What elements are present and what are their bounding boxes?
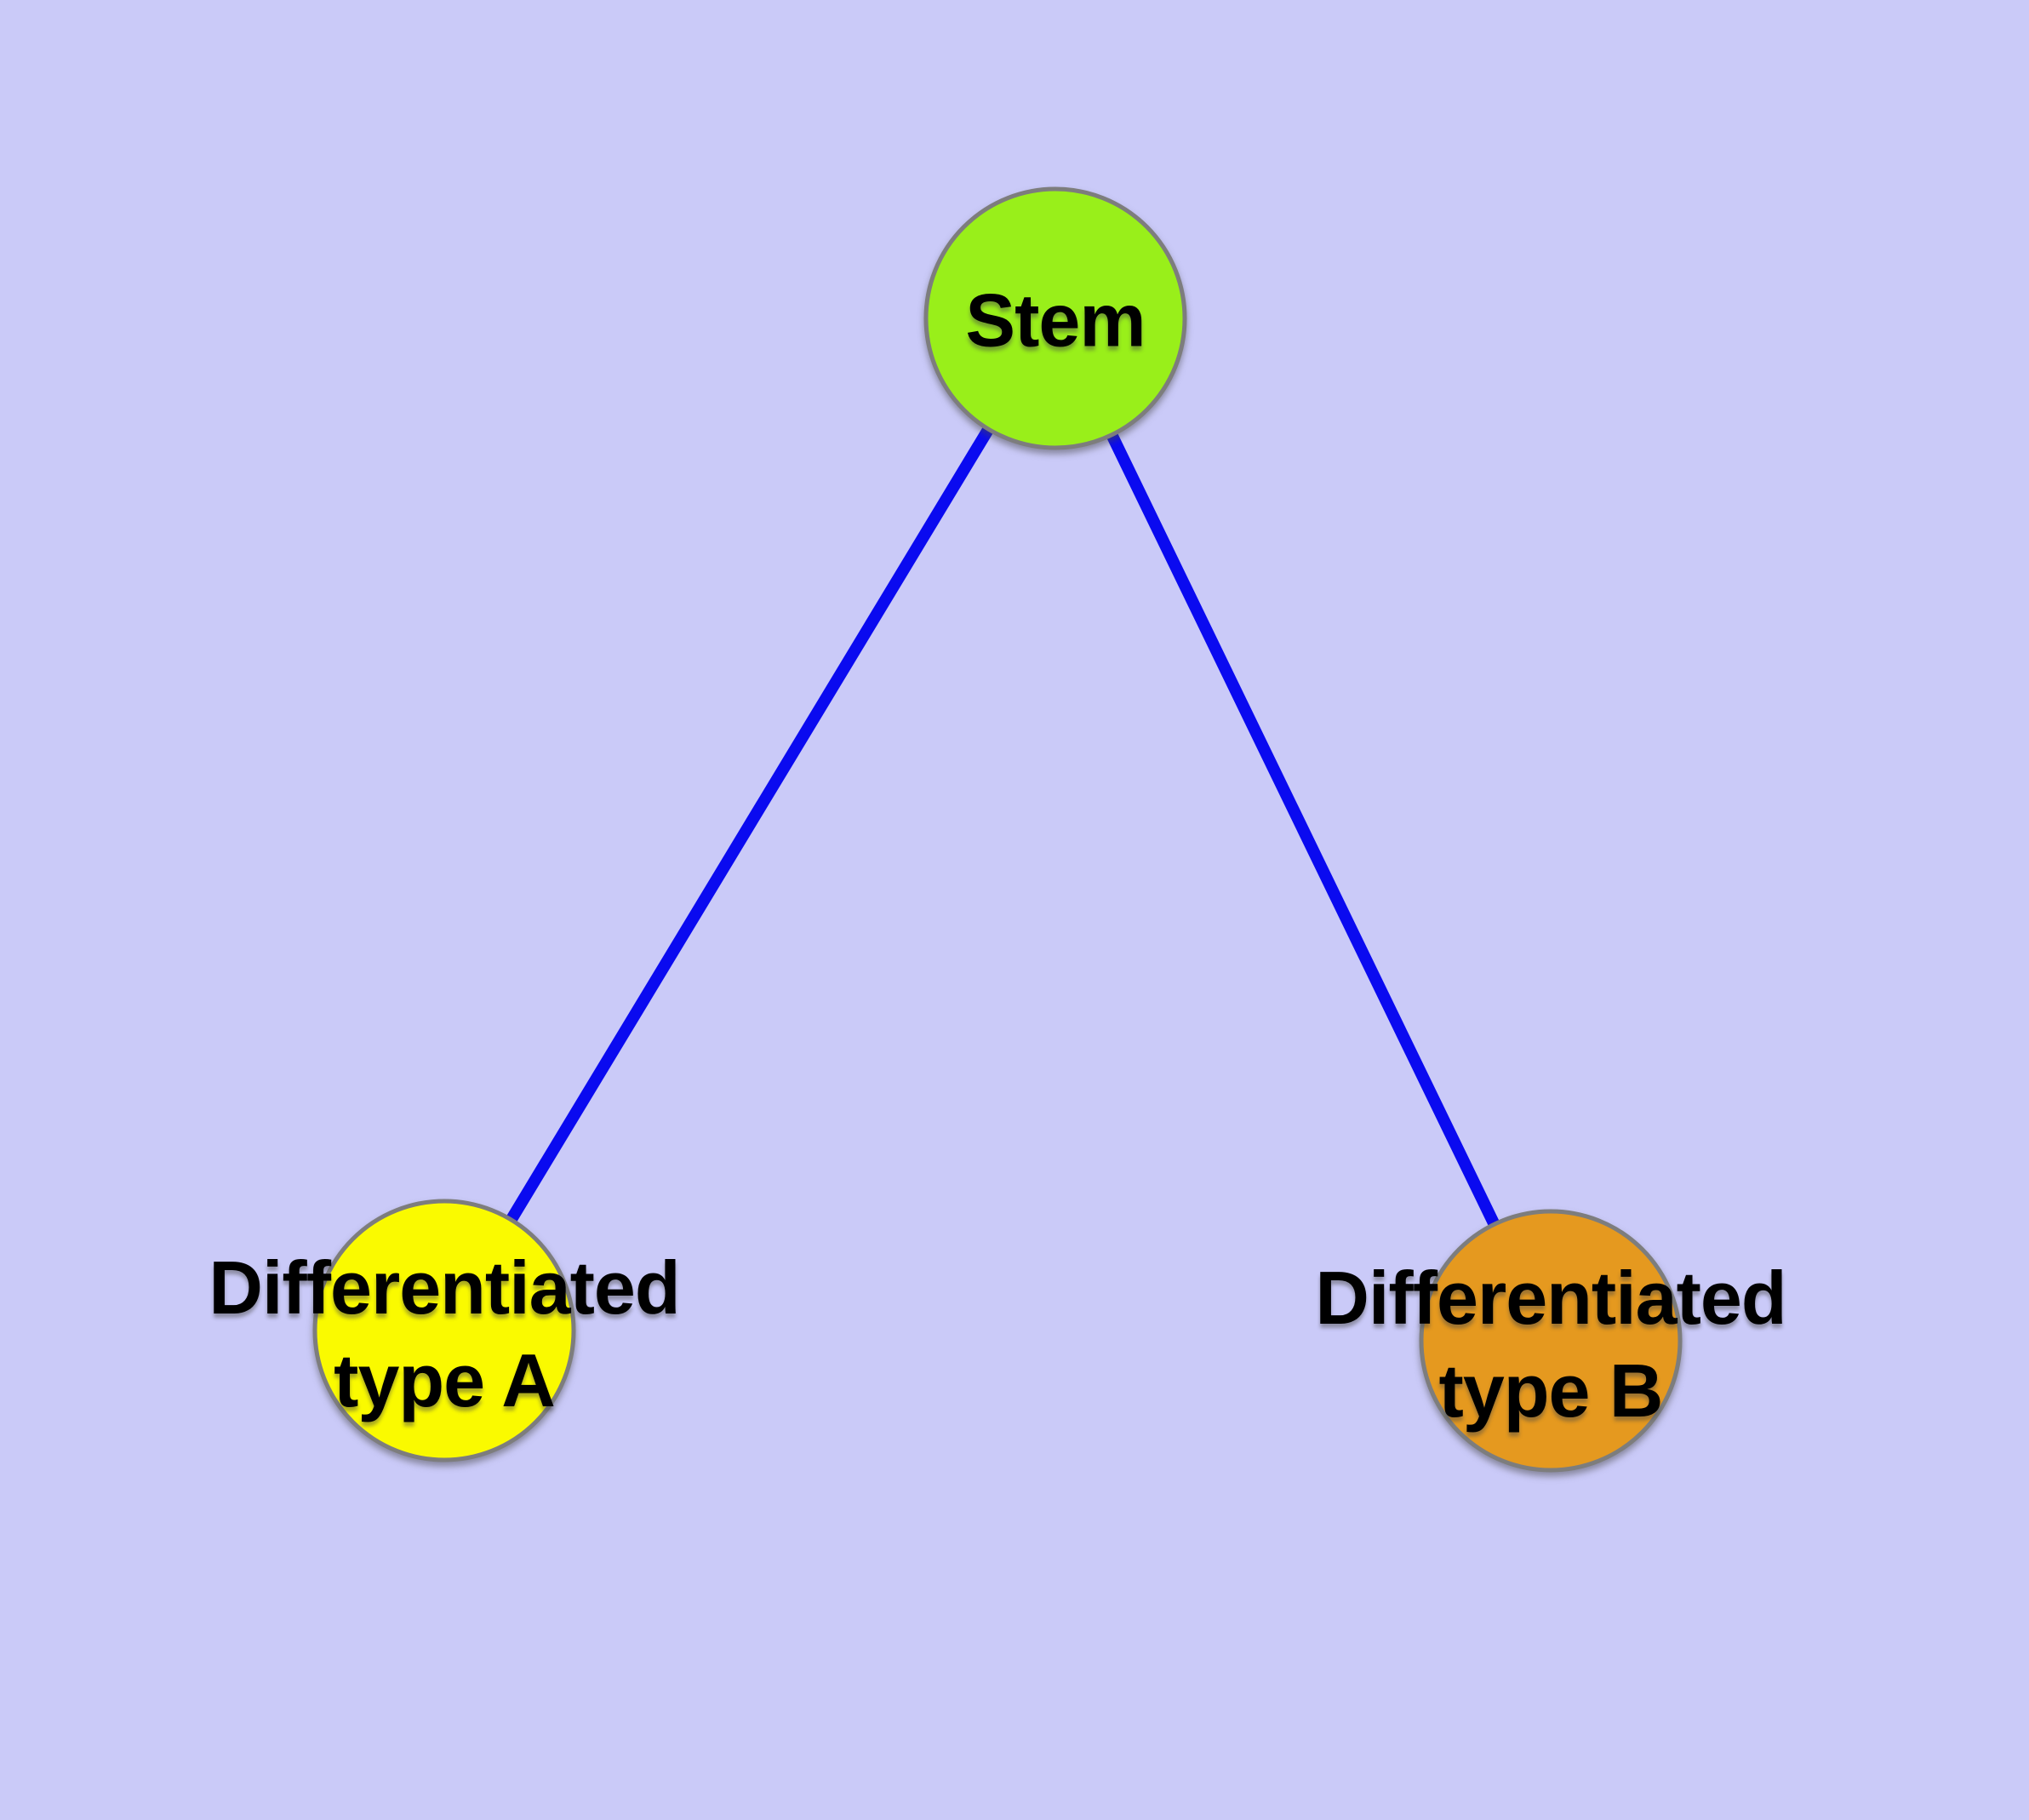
edge-stem-to-type-a (439, 315, 1060, 1334)
node-type-b-circle (1419, 1209, 1683, 1473)
edge-stem-to-type-b (1049, 315, 1557, 1344)
node-stem-circle (923, 186, 1187, 450)
node-type-a-circle (312, 1199, 576, 1462)
